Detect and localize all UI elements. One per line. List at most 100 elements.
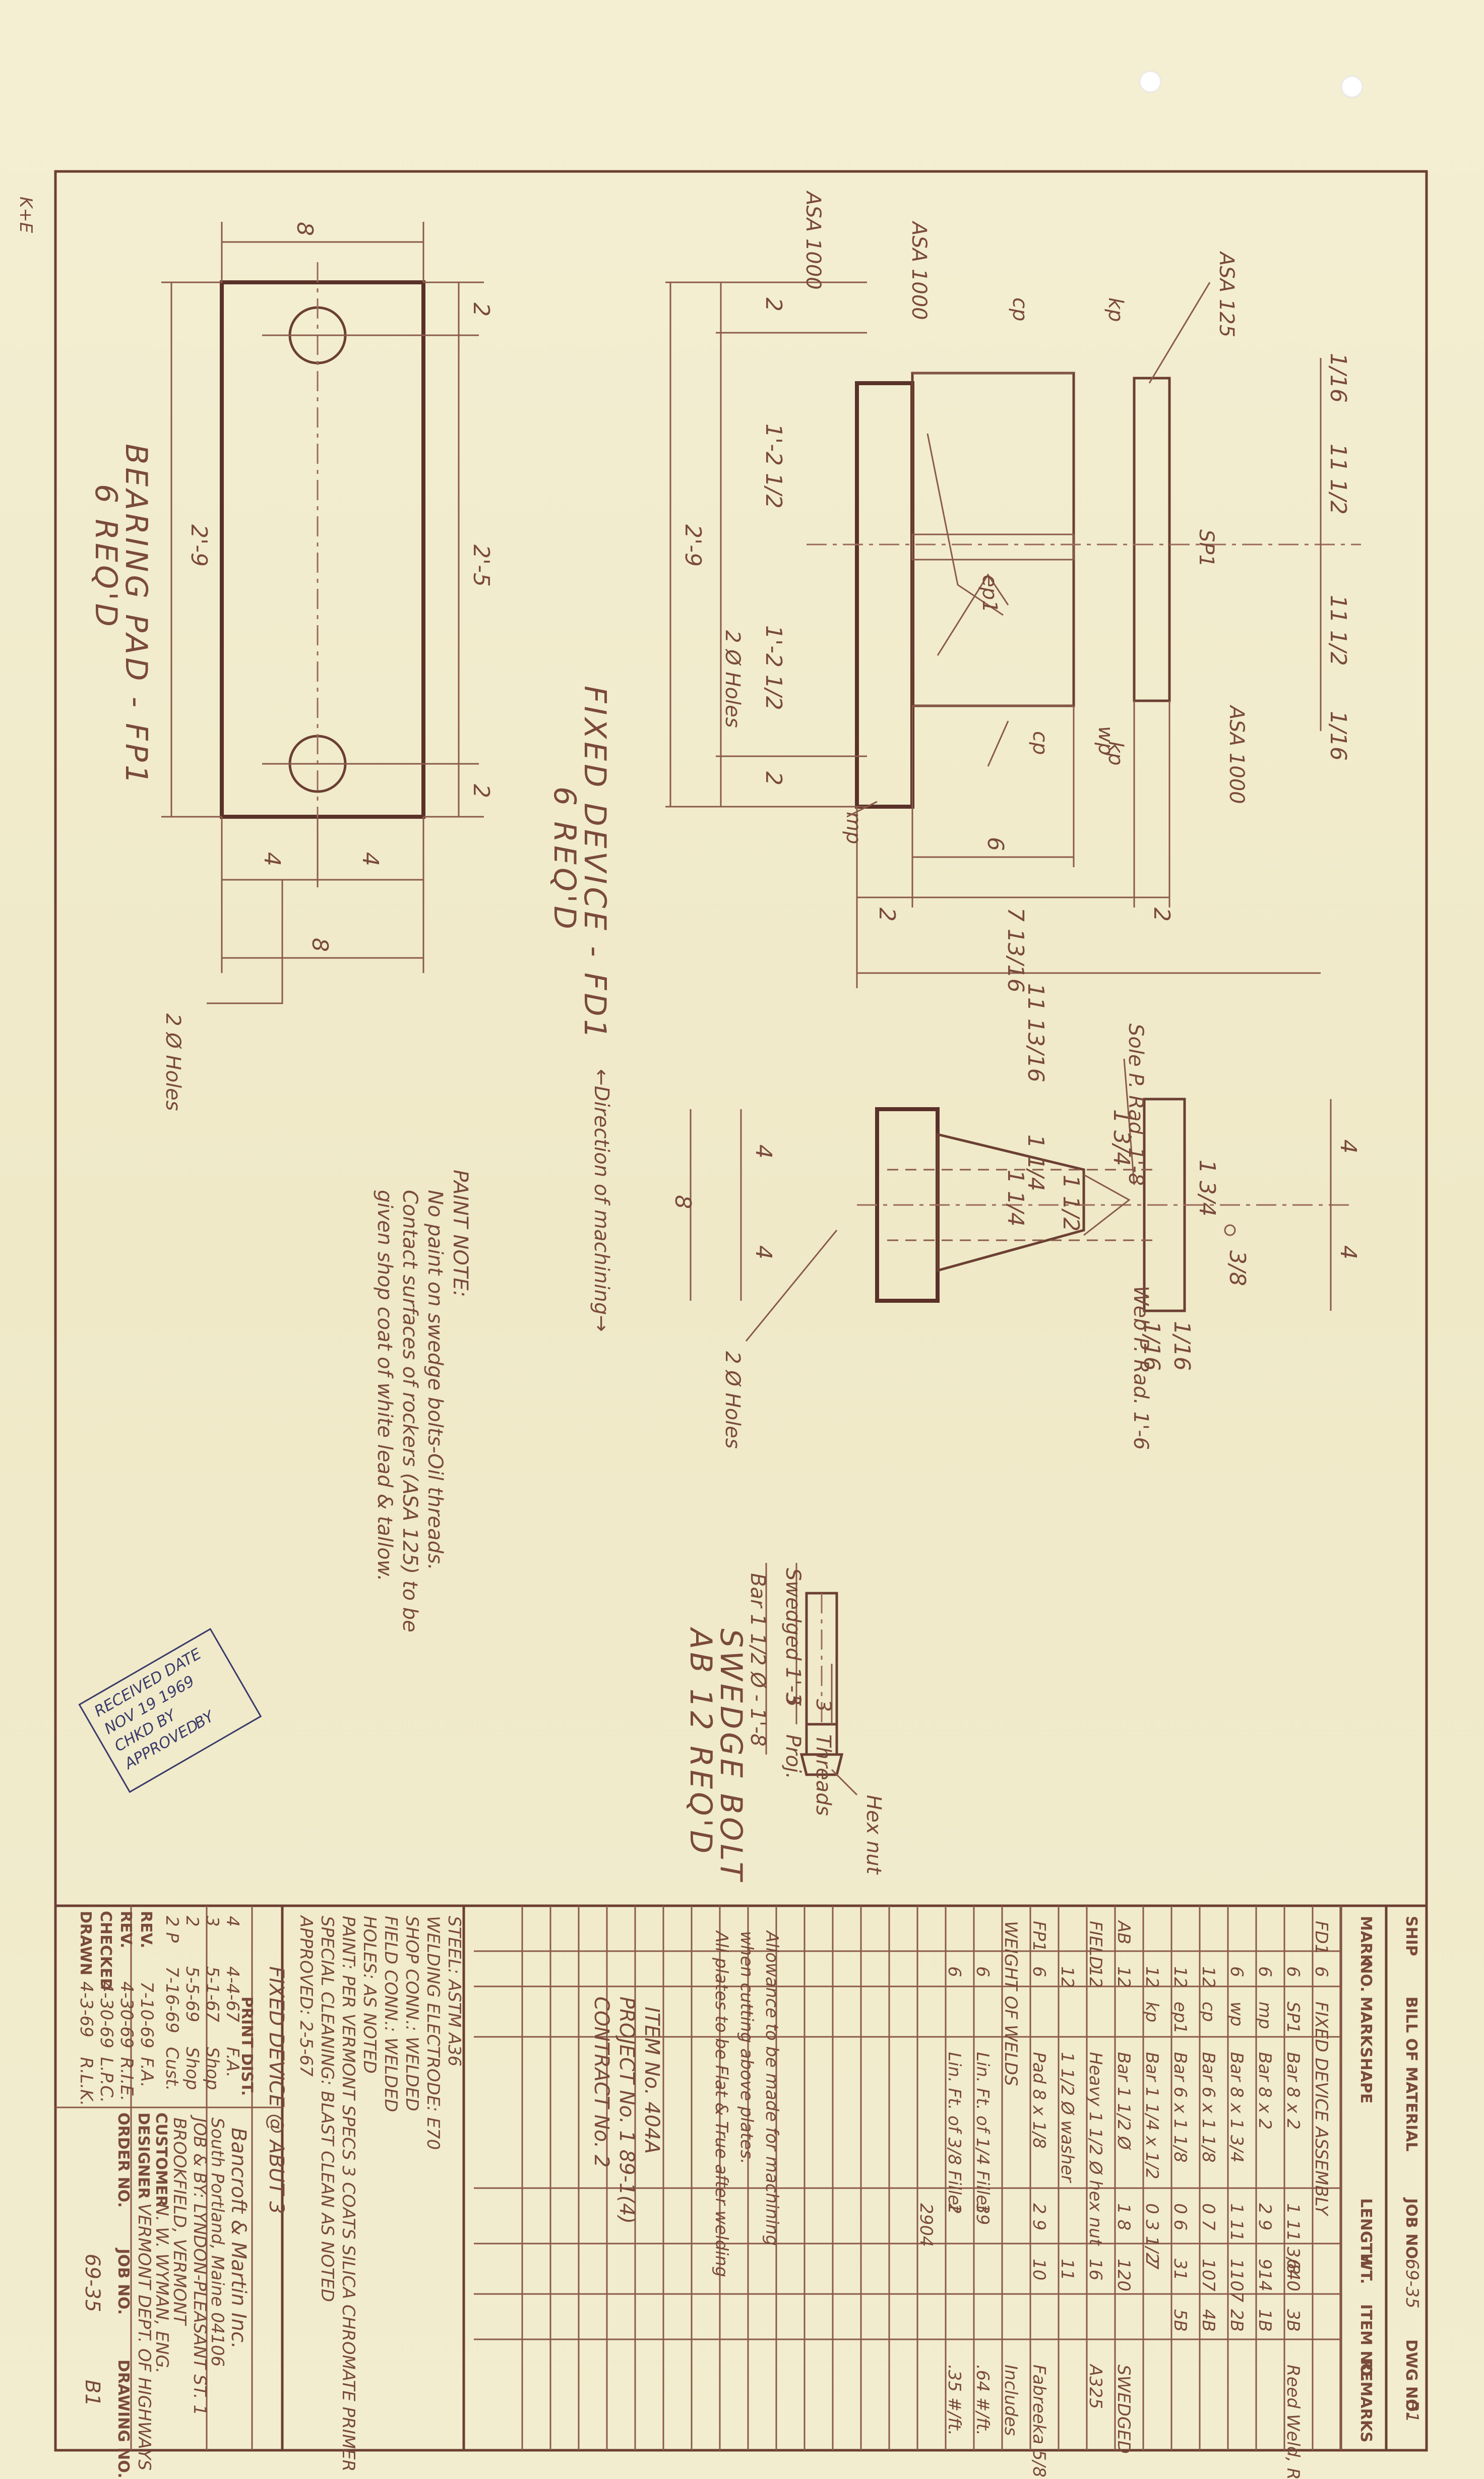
dim-text: 1/16 — [1139, 1321, 1164, 1371]
part-label: ep1 — [978, 575, 1001, 613]
rev-cell: DRAWN — [77, 1911, 94, 1975]
bom-cell: 1B — [1255, 2309, 1275, 2332]
dist-cell: Cust. — [162, 2047, 182, 2091]
bom-cell: 0 3 1/2 — [1142, 2203, 1162, 2264]
bom-cell: 0 6 — [1170, 2203, 1190, 2230]
dim-text: 7 13/16 — [1003, 908, 1028, 993]
paint-note-line: Contact surfaces of rockers (ASA 125) to… — [398, 1190, 421, 1632]
print-dist-label: PRINT DIST. — [238, 1997, 256, 2096]
assembly-view: 2 1'-2 1/2 1'-2 1/2 2 2'-9 2 Ø Holes 1/1… — [547, 190, 1361, 1082]
holes-note: 2 Ø Holes — [721, 630, 744, 728]
bom-cell: 914 — [1255, 2259, 1275, 2291]
part-label: cp — [1008, 297, 1031, 321]
bom-column-header: REMARKS — [1357, 2360, 1375, 2443]
dim-text: 2 — [468, 303, 494, 317]
dim-text: 2 — [761, 771, 786, 785]
rev-cell: 4-30-69 — [96, 1981, 116, 2048]
part-label: ASA 125 — [1215, 251, 1238, 337]
spec-line: FIELD CONN.: WELDED — [381, 1916, 401, 2112]
bom-dwg-no: B1 — [1402, 2400, 1422, 2423]
job-name: JOB & BY: LYNDON-PLEASANT ST. 1 — [190, 2114, 210, 2415]
dist-cell: 2 — [182, 1916, 202, 1927]
paint-note-line: No paint on swedge bolts-Oil threads. — [423, 1190, 447, 1570]
bom-cell: 12 — [1142, 1966, 1162, 1988]
bom-column-header: ITEM NO. — [1357, 2304, 1375, 2382]
dim-text: 4 — [1335, 1139, 1361, 1154]
punch-hole — [1139, 71, 1161, 93]
part-label: ASA 1000 — [801, 190, 825, 290]
bom-cell: .35 #/ft. — [944, 2365, 964, 2436]
bom-cell: 2 9 — [1255, 2203, 1275, 2230]
rev-cell: F.A. — [137, 2057, 157, 2088]
bom-cell: 12 — [1085, 1966, 1105, 1988]
dim-text: 11 1/2 — [1325, 595, 1351, 666]
item-block: PROJECT No. 1 89-1(4) — [615, 1997, 638, 2224]
dim-text: 11 1/2 — [1325, 444, 1351, 515]
dim-text: 8 — [292, 222, 318, 236]
bom-dwg-label: DWG NO. — [1402, 2339, 1420, 2417]
bom-note: All plates to be Flat & True after weldi… — [711, 1930, 731, 2277]
bolt-label: Bar 1 1/2 Ø - 1'-8 — [746, 1573, 769, 1746]
part-label: ASA 1000 — [1225, 704, 1248, 804]
job-no: 69-35 — [81, 2254, 104, 2312]
bom-cell: 4B — [1198, 2309, 1218, 2332]
dist-cell: 4-4-67 — [222, 1966, 242, 2022]
dim-text: 1 1/4 — [1003, 1170, 1028, 1227]
dim-text: 1/16 — [1325, 353, 1351, 403]
bom-cell: 0 7 — [1198, 2203, 1218, 2230]
punch-hole — [1341, 76, 1363, 98]
dim-text: 1/16 — [1169, 1321, 1195, 1371]
drawing-no: B1 — [81, 2380, 104, 2406]
job-no-label: JOB NO. — [114, 2248, 132, 2315]
bom-cell: kp — [1142, 2002, 1162, 2022]
dim-text: 2'-9 — [680, 524, 706, 567]
dist-cell: Shop — [182, 2047, 202, 2090]
rev-cell: R.L.K. — [76, 2057, 96, 2106]
bom-cell: 6 — [1255, 1966, 1275, 1977]
bom-cell: 1 11 3/8 — [1283, 2203, 1303, 2274]
bom-cell: 1107 — [1226, 2259, 1247, 2303]
dim-text: 2 — [468, 784, 494, 798]
dim-text: 4 — [1335, 1245, 1361, 1259]
designer-label: DESIGNER — [135, 2112, 152, 2199]
bom-cell: AB — [1114, 1920, 1134, 1945]
dist-cell: 3 — [202, 1916, 222, 1927]
rev-cell: R.I.E. — [116, 2057, 137, 2101]
bom-cell: FD1 — [1311, 1921, 1331, 1955]
dim-text: 8 — [307, 938, 333, 952]
rev-cell: 4-30-69 — [116, 1981, 137, 2048]
spec-line: PAINT: PER VERMONT SPECS 3 COATS SILICA … — [338, 1916, 358, 2471]
bom-cell: 5B — [1170, 2309, 1190, 2332]
item-block: ITEM No. 404A — [640, 2007, 663, 2154]
bom-job-no: 69-35 — [1402, 2259, 1422, 2309]
rev-cell: REV. — [117, 1911, 135, 1948]
bom-cell: 640 — [1283, 2259, 1303, 2291]
dim-text: 2 — [874, 908, 900, 922]
end-view: 4 4 8 1 3/4 1 1/4 1 1/4 1 1/2 1 3/4 4 4 … — [590, 1023, 1361, 1450]
view-qty: 6 REQ'D — [547, 787, 582, 932]
view-title: BEARING PAD - FP1 — [118, 444, 154, 787]
dim-text: 1'-2 1/2 — [761, 625, 786, 710]
bom-cell: 1 1/2 Ø washer — [1057, 2052, 1077, 2183]
stamp-line: DATE — [161, 1645, 205, 1680]
bom-column-header: WT. — [1357, 2254, 1375, 2284]
bom-job-label: JOB NO. — [1402, 2197, 1420, 2264]
bom-cell: .64 #/ft. — [972, 2365, 993, 2436]
paint-note-line: given shop coat of white lead & tallow. — [373, 1190, 396, 1581]
paint-note-line: PAINT NOTE: — [449, 1170, 472, 1297]
paint-note: PAINT NOTE: No paint on swedge bolts-Oil… — [373, 1170, 472, 1632]
bom-cell: 31 — [1170, 2259, 1190, 2280]
bom-cell: 120 — [1114, 2259, 1134, 2291]
order-no-label: ORDER NO. — [114, 2112, 132, 2208]
bom-column-header: LENGTH — [1357, 2198, 1375, 2266]
item-block: CONTRACT No. 2 — [590, 1997, 613, 2167]
bom-column-header: NO. — [1357, 1961, 1375, 1992]
rev-cell: 4-3-69 — [76, 1981, 96, 2037]
dim-text: 3/8 — [1224, 1250, 1250, 1286]
bom-row-rules — [474, 1906, 1342, 2450]
bom-cell: 6 — [972, 1966, 993, 1977]
dim-text: 1/16 — [1325, 711, 1351, 761]
bom-cell: SWEDGED — [1114, 2365, 1134, 2454]
